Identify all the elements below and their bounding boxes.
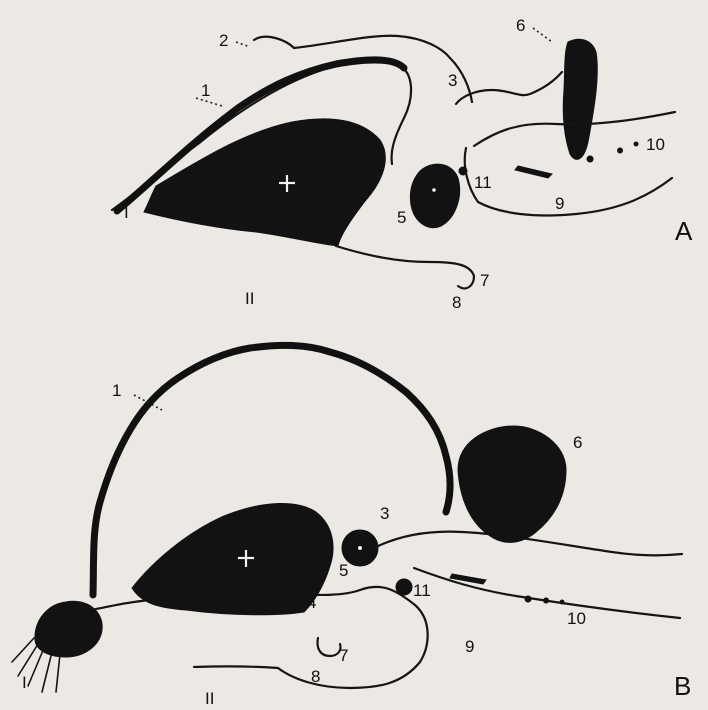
panel-a-small-lobe <box>410 164 459 228</box>
label-b-7: 7 <box>339 646 348 665</box>
panel-a-dorsal-rim <box>254 36 472 102</box>
label-a-4: 4 <box>340 201 349 220</box>
label-b-10: 10 <box>567 609 586 628</box>
panel-b-dot-10c <box>560 600 564 604</box>
panel-b-dot-10b <box>544 598 549 603</box>
panel-b-ventral-hook <box>318 638 341 656</box>
panel-a-optic-tectum <box>563 39 597 159</box>
panel-b-basal-mass <box>132 503 333 614</box>
label-a-3: 3 <box>448 71 457 90</box>
label-a-11: 11 <box>474 173 492 192</box>
label-b-3: 3 <box>380 504 389 523</box>
panel-a-dot-10b <box>618 148 623 153</box>
label-a-9: 9 <box>555 194 564 213</box>
panel-a-dash-9 <box>515 166 552 178</box>
panel-a-dot-11 <box>459 167 467 175</box>
label-b-4: 4 <box>307 593 316 612</box>
panel-a-leader-6 <box>533 28 552 42</box>
panel-b-label: B <box>674 671 691 701</box>
label-a-1: 1 <box>201 81 210 100</box>
panel-a-dot-10c <box>634 142 638 146</box>
panel-a-label: A <box>675 216 693 246</box>
panel-b-small-white-dot <box>358 546 362 550</box>
label-b-II: II <box>205 689 214 708</box>
panel-a-basal-mass <box>144 119 385 246</box>
label-b-1: 1 <box>112 381 121 400</box>
label-a-7: 7 <box>480 271 489 290</box>
panel-b-cerebellum <box>458 426 566 542</box>
panel-b-dot-11 <box>396 579 412 595</box>
panel-b-olfactory-bulb <box>35 601 102 657</box>
label-b-5: 5 <box>339 561 348 580</box>
label-b-11: 11 <box>413 581 431 600</box>
label-a-2: 2 <box>219 31 228 50</box>
label-b-I: I <box>22 673 27 692</box>
label-a-5: 5 <box>397 208 406 227</box>
label-b-9: 9 <box>465 637 474 656</box>
label-a-8: 8 <box>452 293 461 312</box>
label-a-6: 6 <box>516 16 525 35</box>
label-a-II: II <box>245 289 254 308</box>
panel-a-ventral-hook <box>336 246 474 288</box>
label-b-8: 8 <box>311 667 320 686</box>
label-a-10: 10 <box>646 135 665 154</box>
panel-a-dot-10 <box>587 156 593 162</box>
label-a-I: I <box>124 203 129 222</box>
panel-b-dot-10 <box>525 596 531 602</box>
panel-a-leader-2 <box>236 42 250 47</box>
label-b-6: 6 <box>573 433 582 452</box>
panel-a-small-white-dot <box>432 188 436 192</box>
panel-a <box>112 28 675 288</box>
